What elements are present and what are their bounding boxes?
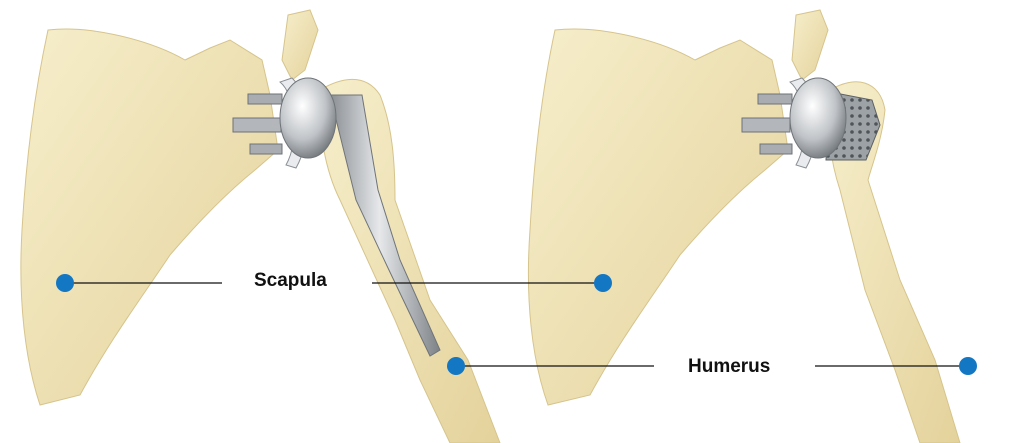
humerus-marker-right [959, 357, 977, 375]
humerus-marker-left [447, 357, 465, 375]
scapula-marker-right [594, 274, 612, 292]
right-acromion [792, 10, 828, 80]
scapula-label: Scapula [250, 268, 331, 294]
right-humeral-head [790, 78, 846, 158]
markers [56, 274, 977, 375]
left-scapula-bone [21, 29, 278, 405]
scapula-marker-left [56, 274, 74, 292]
leader-lines [65, 283, 968, 366]
left-acromion [282, 10, 318, 80]
left-humeral-head [280, 78, 336, 158]
left-shoulder-figure [21, 10, 500, 443]
right-scapula-bone [528, 29, 788, 405]
humerus-label: Humerus [684, 354, 774, 380]
